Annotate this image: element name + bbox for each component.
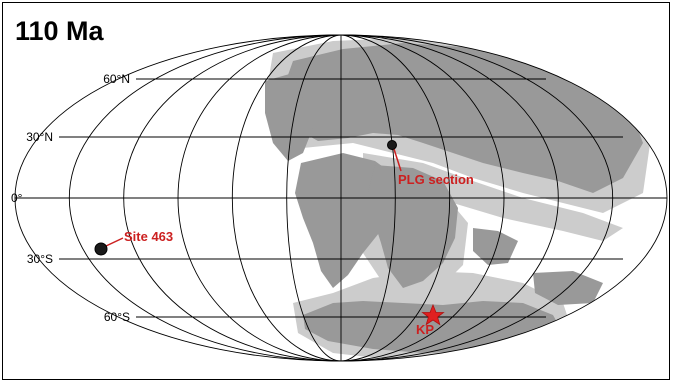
landmasses	[265, 37, 653, 361]
plg-section-label: PLG section	[398, 172, 474, 187]
kp-label: KP	[416, 322, 434, 337]
site-463-label: Site 463	[124, 229, 173, 244]
lat-label-60n: 60°N	[103, 72, 130, 86]
map-title: 110 Ma	[15, 16, 105, 46]
paleogeographic-map: 110 Ma 60°N 30°N 0° 30°S 60°S Site 463 P…	[11, 16, 668, 362]
site-463-marker	[94, 237, 124, 256]
africa-landmass	[368, 165, 458, 288]
lat-label-30n: 30°N	[26, 130, 53, 144]
lat-label-60s: 60°S	[104, 310, 130, 324]
map-frame: 110 Ma 60°N 30°N 0° 30°S 60°S Site 463 P…	[2, 2, 670, 380]
graticule	[14, 34, 668, 362]
india-landmass	[473, 228, 518, 265]
lat-label-equator: 0°	[11, 191, 23, 205]
lat-label-30s: 30°S	[27, 252, 53, 266]
north-america-landmass	[265, 73, 313, 161]
kp-star-icon	[421, 303, 445, 326]
laurasia-landmass	[285, 43, 643, 193]
plg-section-marker	[387, 140, 402, 172]
